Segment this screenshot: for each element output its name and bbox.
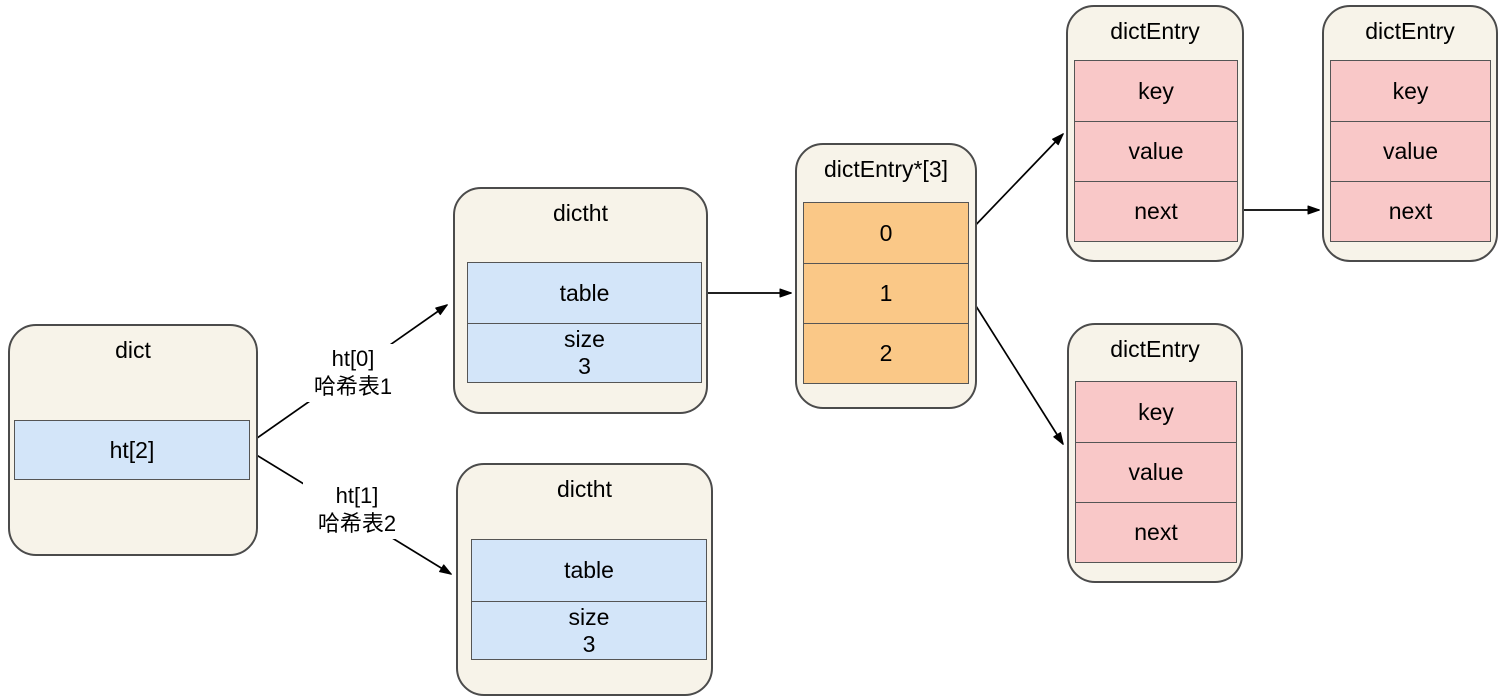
node-dictentry-top-title: dictEntry xyxy=(1110,18,1200,44)
cell-key: key xyxy=(1076,382,1236,442)
cell-value: value xyxy=(1331,121,1490,181)
cell-size: size 3 xyxy=(472,601,706,659)
edge-label-ht1-line1: ht[1] xyxy=(335,483,379,508)
node-dict-title: dict xyxy=(115,337,151,363)
edge-slot0-to-entry-arrow xyxy=(968,133,1064,233)
node-dictentry-top: dictEntry key value next xyxy=(1066,5,1244,262)
edge-label-ht1-line2: 哈希表2 xyxy=(317,511,397,536)
cell-key: key xyxy=(1331,61,1490,121)
node-dictht-1-title: dictht xyxy=(553,200,608,226)
cell-size-label: size xyxy=(564,326,605,352)
edge-label-ht1: ht[1] 哈希表2 xyxy=(303,481,411,539)
cell-ht2: ht[2] xyxy=(15,421,249,479)
cell-size-value: 3 xyxy=(578,353,591,379)
cell-slot-0: 0 xyxy=(804,203,968,263)
cell-size-label: size xyxy=(568,603,610,630)
edge-label-ht0-line1: ht[0] xyxy=(331,346,375,371)
node-dictentry-top-next: dictEntry key value next xyxy=(1322,5,1498,262)
edge-slot1-to-entry-arrow xyxy=(968,294,1064,445)
node-dictht-2: dictht table size 3 xyxy=(456,463,713,696)
node-dictht-2-title: dictht xyxy=(557,476,612,502)
cell-table: table xyxy=(472,540,706,601)
node-dictht-1: dictht table size 3 xyxy=(453,187,708,414)
node-dictentry-top-next-title: dictEntry xyxy=(1365,18,1455,44)
cell-value: value xyxy=(1076,442,1236,502)
cell-key: key xyxy=(1075,61,1237,121)
node-dictentry-bottom: dictEntry key value next xyxy=(1067,323,1243,583)
cell-value: value xyxy=(1075,121,1237,181)
cell-size-value: 3 xyxy=(582,630,596,657)
node-bucket-array: dictEntry*[3] 0 1 2 xyxy=(795,143,977,409)
node-dict: dict ht[2] xyxy=(8,324,258,556)
cell-slot-1: 1 xyxy=(804,263,968,323)
node-bucket-array-title: dictEntry*[3] xyxy=(824,156,948,182)
cell-slot-2: 2 xyxy=(804,323,968,383)
cell-size: size 3 xyxy=(468,323,701,382)
cell-next: next xyxy=(1076,502,1236,562)
cell-next: next xyxy=(1075,181,1237,241)
node-dictentry-bottom-title: dictEntry xyxy=(1110,336,1200,362)
edge-label-ht0-line2: 哈希表1 xyxy=(313,374,393,399)
cell-table: table xyxy=(468,263,701,323)
edge-label-ht0: ht[0] 哈希表1 xyxy=(300,344,406,402)
cell-next: next xyxy=(1331,181,1490,241)
